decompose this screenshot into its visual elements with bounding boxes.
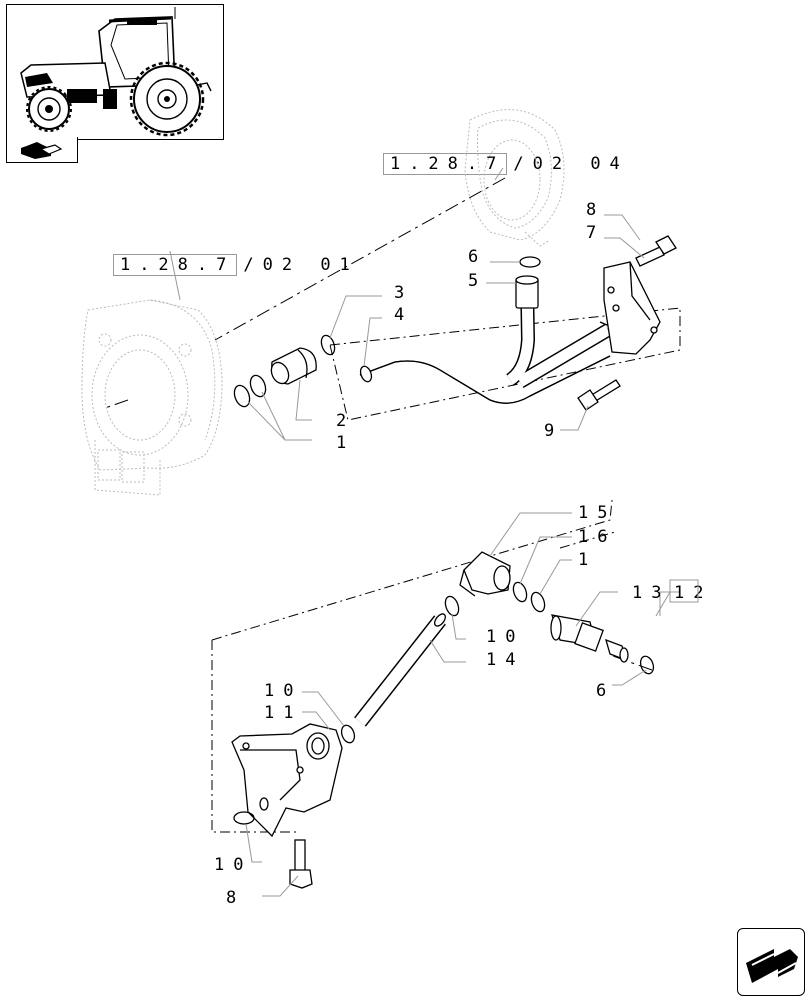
ghost-housing-upper <box>464 109 565 247</box>
callout-10-lower: 10 <box>214 855 252 875</box>
callout-9: 9 <box>544 421 554 441</box>
callout-4: 4 <box>394 305 404 325</box>
callout-1: 1 <box>336 433 346 453</box>
ghost-housing-left <box>81 299 223 496</box>
pipe-5 <box>505 275 612 389</box>
o-ring-3 <box>320 334 336 356</box>
reference-link-upper[interactable]: 1.28.7/02 04 <box>306 134 629 194</box>
bolt-8-upper <box>635 235 677 267</box>
reference-upper-suffix: /02 04 <box>513 154 629 174</box>
callout-2: 2 <box>336 411 346 431</box>
callout-3: 3 <box>394 283 404 303</box>
callout-7: 7 <box>586 223 596 243</box>
reference-left-suffix: /02 01 <box>243 255 359 275</box>
next-button[interactable] <box>737 928 805 996</box>
callout-11: 11 <box>264 703 302 723</box>
elbow-fitting-15 <box>459 551 511 597</box>
back-arrow-icon <box>21 140 63 159</box>
o-ring-1-lower <box>530 591 546 613</box>
callout-5: 5 <box>468 271 478 291</box>
callout-6: 6 <box>468 247 478 267</box>
pipe-4 <box>359 319 615 404</box>
callout-10: 10 <box>486 627 524 647</box>
leader-lines <box>169 167 680 897</box>
o-ring-10-mid <box>340 724 356 744</box>
bolt-9 <box>577 379 621 411</box>
bolt-8-lower <box>289 839 313 889</box>
adapter-13 <box>550 614 604 652</box>
callout-12: 12 <box>674 583 712 603</box>
assembly-axis-upper <box>214 177 506 341</box>
pipe-14 <box>354 613 446 727</box>
next-arrow-icon <box>746 949 798 983</box>
o-ring-6-upper <box>519 256 541 268</box>
back-button[interactable] <box>6 137 78 163</box>
o-ring-10-upper <box>444 595 460 617</box>
group-outline-upper <box>329 307 681 421</box>
callout-8-lower: 8 <box>226 888 236 908</box>
assembly-axis-fitting <box>609 654 653 671</box>
callout-6-lower: 6 <box>596 681 606 701</box>
callout-15: 15 <box>578 503 616 523</box>
callout-10-mid: 10 <box>264 681 302 701</box>
tractor-thumbnail <box>6 4 224 140</box>
callout-labels: 8 7 6 5 3 4 2 1 9 15 16 1 13 12 10 14 6 … <box>214 200 712 908</box>
nipple-12 <box>605 638 629 663</box>
o-ring-pair <box>233 374 267 408</box>
connector-fitting <box>270 347 317 385</box>
o-ring-10-lower <box>233 811 255 825</box>
callout-14: 14 <box>486 650 524 670</box>
o-ring-6-lower <box>639 655 655 675</box>
callout-16: 16 <box>578 527 616 547</box>
block-11 <box>231 723 343 838</box>
tractor-thumbnail-icon <box>20 7 212 137</box>
callout-8: 8 <box>586 200 596 220</box>
o-ring-16 <box>512 581 528 603</box>
callout-12-box <box>669 579 699 603</box>
callout-1-lower: 1 <box>578 550 588 570</box>
bracket-7 <box>603 261 661 355</box>
assembly-axis-left <box>104 399 129 409</box>
callout-13: 13 <box>632 583 670 603</box>
reference-upper-prefix: 1.28.7 <box>382 153 508 175</box>
